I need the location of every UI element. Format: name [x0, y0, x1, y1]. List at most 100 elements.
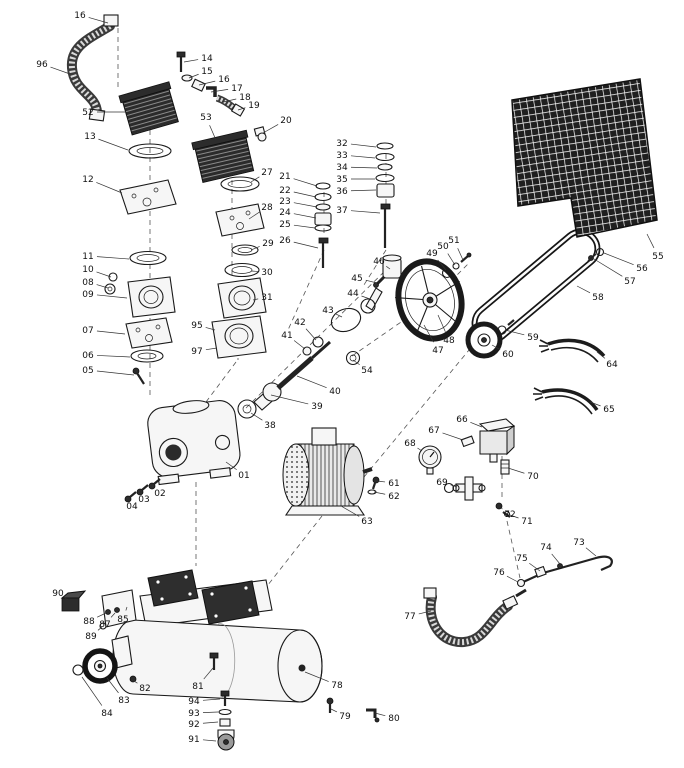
leader-line-65	[589, 401, 601, 407]
part-label-26: 26	[279, 236, 291, 246]
leader-line-77	[418, 610, 432, 615]
ring-29	[231, 244, 259, 256]
leader-line-97	[205, 347, 218, 351]
piston-rings-10-08	[104, 272, 118, 295]
leader-line-73	[585, 547, 597, 557]
cylinder-head-52	[118, 81, 179, 136]
wheel-83-84	[72, 635, 137, 684]
leader-line-59	[504, 329, 525, 336]
leader-line-92	[202, 721, 219, 724]
mount-pad-left	[147, 569, 199, 607]
part-label-57: 57	[624, 277, 635, 287]
cylinder-gasket-30	[224, 262, 260, 278]
braided-hose-96	[66, 14, 119, 122]
part-label-13: 13	[84, 132, 95, 142]
leader-line-06	[96, 355, 131, 358]
pressure-switch-66	[478, 418, 516, 463]
drain-plug-78	[298, 664, 306, 672]
leader-line-96	[50, 66, 71, 75]
part-label-87: 87	[99, 620, 110, 630]
leader-line-82	[133, 680, 138, 684]
nipple-70	[500, 459, 510, 475]
part-label-32: 32	[336, 139, 347, 149]
elbow-fitting-20	[253, 126, 267, 142]
leader-line-75	[529, 562, 541, 572]
part-label-61: 61	[388, 479, 399, 489]
leader-line-85	[125, 606, 128, 611]
part-label-55: 55	[652, 252, 663, 262]
part-label-69: 69	[436, 478, 448, 488]
leader-line-55	[646, 233, 655, 249]
part-label-49: 49	[426, 249, 438, 259]
part-label-39: 39	[311, 402, 323, 412]
leader-line-46	[386, 266, 391, 270]
tank-end-cap	[277, 629, 323, 703]
leader-line-56	[603, 252, 634, 266]
part-label-45: 45	[351, 274, 362, 284]
leader-line-21	[293, 178, 318, 187]
leader-line-79	[330, 708, 338, 713]
part-label-88: 88	[83, 617, 95, 627]
leader-line-12	[96, 182, 123, 194]
part-label-20: 20	[280, 116, 292, 126]
part-label-24: 24	[279, 208, 291, 218]
leader-line-24	[293, 213, 317, 219]
part-label-66: 66	[456, 415, 468, 425]
leader-line-09	[96, 294, 128, 299]
gasket-11	[129, 250, 167, 266]
part-label-90: 90	[52, 589, 64, 599]
leader-line-72	[500, 507, 503, 510]
part-label-53: 53	[200, 113, 211, 123]
leader-line-49	[437, 259, 447, 271]
part-label-70: 70	[527, 472, 539, 482]
part-label-54: 54	[361, 366, 373, 376]
head-gasket-27	[220, 176, 260, 192]
leader-line-25	[293, 224, 316, 229]
power-cord-64	[539, 338, 606, 363]
part-label-65: 65	[603, 405, 614, 415]
fitting-79	[326, 697, 334, 713]
cylinder-09	[127, 276, 176, 318]
leader-line-74	[551, 553, 561, 565]
flywheel-47-48	[395, 258, 465, 342]
part-label-33: 33	[336, 151, 347, 161]
part-label-38: 38	[264, 421, 276, 431]
leader-line-14	[183, 59, 199, 63]
leader-line-95	[205, 327, 216, 331]
part-label-01: 01	[238, 471, 249, 481]
leader-line-05	[96, 370, 135, 376]
leader-line-91	[202, 739, 217, 742]
leader-line-76	[506, 575, 519, 583]
leader-line-22	[293, 191, 317, 198]
rubber-foot-90	[60, 590, 87, 612]
electric-motor-63	[282, 427, 373, 516]
head-gasket-13	[128, 143, 172, 159]
leader-line-20	[262, 124, 279, 134]
leader-line-93	[202, 711, 219, 713]
part-label-77: 77	[404, 612, 415, 622]
part-label-73: 73	[573, 538, 584, 548]
part-label-36: 36	[336, 187, 348, 197]
construction-lines	[117, 28, 521, 690]
valve-plate-28	[215, 203, 265, 237]
leader-line-02	[151, 485, 154, 488]
part-label-76: 76	[493, 568, 505, 578]
leader-line-87	[110, 612, 116, 618]
part-label-16: 16	[218, 75, 230, 85]
leader-line-17	[210, 89, 229, 93]
leader-line-41	[293, 340, 306, 350]
part-label-75: 75	[516, 554, 527, 564]
axle-bolt-82	[129, 675, 137, 683]
part-label-07: 07	[82, 326, 93, 336]
part-label-79: 79	[339, 712, 351, 722]
flywheel-hardware-49-51	[441, 252, 472, 279]
guard-hardware-56-57	[587, 247, 605, 262]
leader-line-90	[65, 597, 69, 601]
part-label-40: 40	[329, 387, 341, 397]
leader-line-51	[457, 248, 464, 261]
leader-line-61	[376, 480, 386, 483]
crankcase-01	[147, 400, 241, 486]
part-label-52: 52	[82, 108, 93, 118]
part-label-47: 47	[432, 346, 443, 356]
